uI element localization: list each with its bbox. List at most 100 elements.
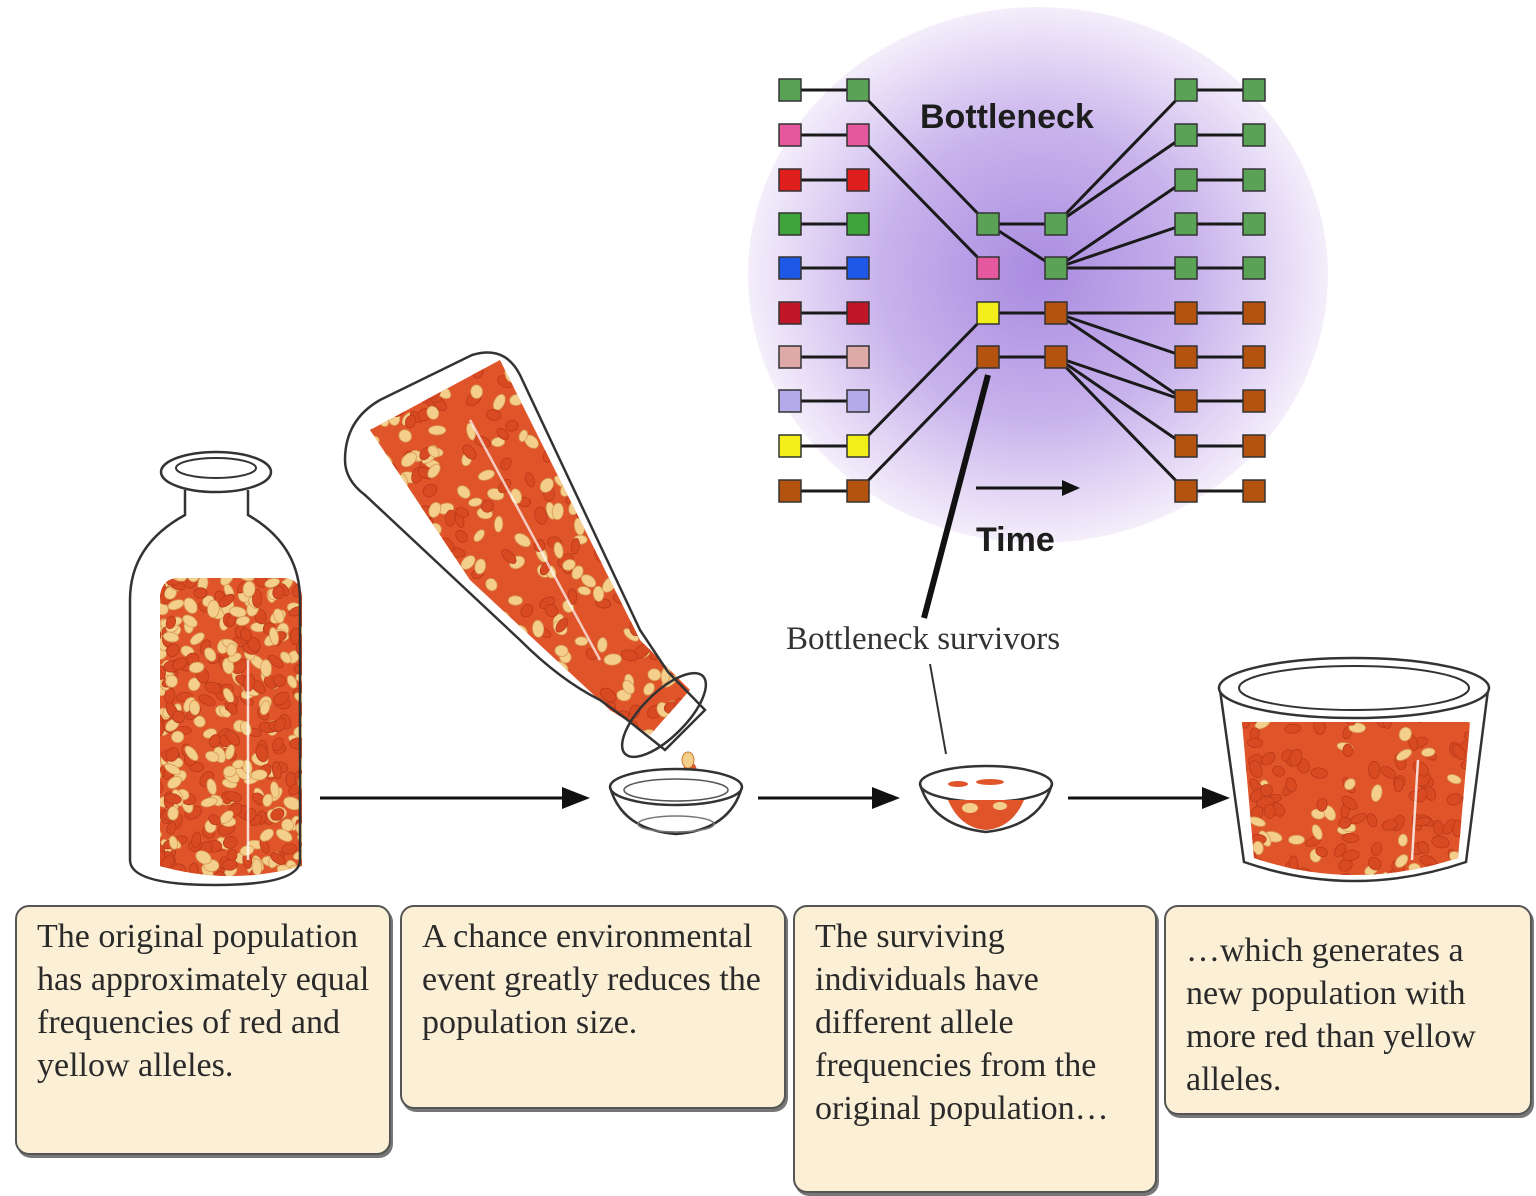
yellow-bean [670,615,683,626]
red-bean [584,397,603,414]
red-bean [294,663,310,674]
red-bean [454,612,466,630]
yellow-bean [335,462,351,482]
yellow-bean [466,620,479,635]
yellow-bean [508,596,522,606]
red-bean [403,576,421,595]
red-bean [440,745,454,762]
allele-square-original [847,435,869,457]
allele-square-descendant [1175,435,1197,457]
red-bean [664,346,682,365]
red-bean [482,673,499,689]
yellow-bean [429,425,446,435]
red-bean [661,498,675,513]
allele-square-descendant [1243,346,1265,368]
red-bean [563,420,583,439]
red-bean [156,665,166,679]
yellow-bean [575,637,588,646]
survivors-dish [920,766,1052,832]
yellow-bean [144,671,163,690]
yellow-bean [397,686,413,704]
yellow-bean [447,674,460,692]
yellow-bean [589,382,609,401]
red-bean [194,587,208,598]
allele-square-descendant [1243,257,1265,279]
red-bean [667,467,683,478]
red-bean [358,447,373,463]
yellow-bean [565,735,580,745]
red-bean [394,568,411,585]
allele-square-original [847,480,869,502]
yellow-bean [143,589,162,607]
yellow-bean [579,347,597,363]
yellow-bean [642,587,656,596]
yellow-bean [338,363,357,383]
allele-square-original [847,302,869,324]
yellow-bean [560,344,574,360]
red-bean [475,637,493,652]
red-bean [669,640,688,654]
yellow-bean [1457,883,1473,902]
allele-square-original [847,124,869,146]
red-bean [633,378,648,394]
red-bean [614,368,630,382]
red-bean [1339,881,1356,901]
original-population-bottle [130,452,320,900]
yellow-bean [335,601,352,617]
yellow-bean [356,732,375,751]
yellow-bean [422,525,431,538]
red-bean [1418,879,1431,897]
survivors-leader-line [930,664,946,754]
red-bean [420,621,437,636]
red-bean [680,727,698,741]
yellow-bean [555,367,572,381]
red-bean [393,601,408,621]
red-bean [1252,886,1271,902]
red-bean [391,583,404,602]
red-bean [680,402,693,418]
red-bean [627,438,639,454]
caption-original-population: The original population has approximatel… [15,905,391,1155]
yellow-bean [142,803,160,816]
red-bean [408,352,427,370]
red-bean [296,641,307,656]
yellow-bean [434,599,449,610]
red-bean [598,732,614,749]
red-bean [563,383,582,397]
red-bean [689,583,709,603]
allele-square-original [779,213,801,235]
yellow-bean [350,384,367,399]
red-bean [1284,875,1295,889]
allele-square-descendant [1243,480,1265,502]
yellow-bean [378,632,396,650]
red-bean [369,583,386,599]
process-arrow-3 [1068,787,1230,809]
red-bean [411,582,428,601]
yellow-bean [546,682,561,695]
yellow-bean [371,735,388,753]
red-bean [420,678,440,696]
yellow-bean [684,397,699,411]
red-bean [405,351,425,367]
yellow-bean [509,715,525,732]
red-bean [438,737,454,748]
red-bean [670,547,689,562]
yellow-bean [618,498,633,514]
yellow-bean [439,650,455,664]
yellow-bean [359,711,369,725]
red-bean [579,370,596,388]
yellow-bean [622,353,641,371]
yellow-bean [414,565,429,582]
red-bean [1233,756,1245,771]
red-bean [1255,890,1273,903]
yellow-bean [659,465,669,478]
yellow-bean [445,590,463,603]
red-bean [514,743,533,756]
yellow-bean [143,811,161,826]
red-bean [564,693,583,711]
red-bean [544,362,558,373]
yellow-bean [424,658,442,673]
allele-square-bottleneck [977,346,999,368]
yellow-bean [652,411,663,427]
red-bean [539,722,553,740]
